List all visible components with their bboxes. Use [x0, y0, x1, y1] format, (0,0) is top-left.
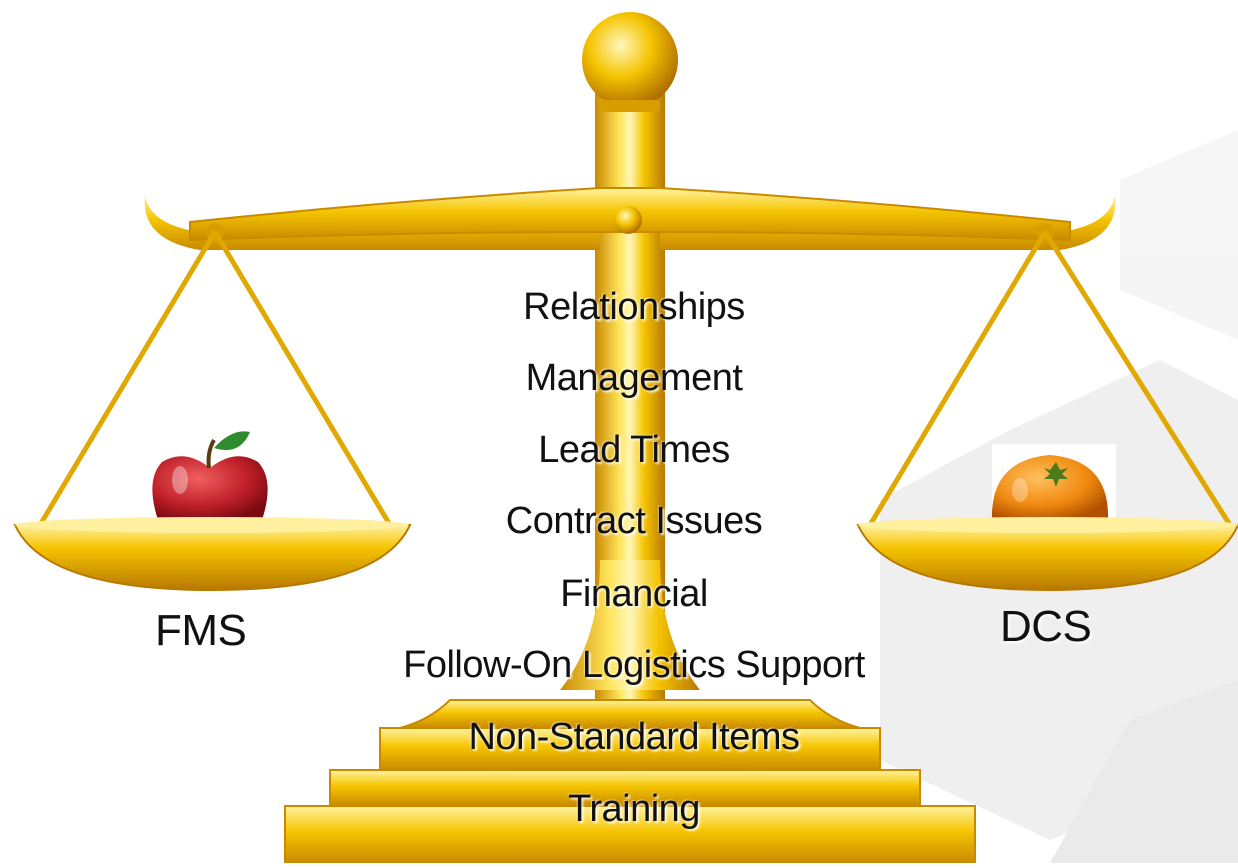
- finial-ball: [582, 12, 678, 108]
- factor-lead-times: Lead Times: [538, 429, 730, 471]
- left-pan: [13, 524, 412, 592]
- base-tier-4: [284, 805, 976, 864]
- factor-financial: Financial: [560, 573, 708, 615]
- orange-icon: [991, 444, 1116, 524]
- factor-relationships: Relationships: [523, 286, 745, 328]
- base-tier-2: [379, 727, 881, 771]
- pillar-flare: [560, 560, 700, 690]
- background-hexagons: [880, 130, 1238, 863]
- dcs-label: DCS: [1000, 602, 1092, 651]
- factor-non-standard-items: Non-Standard Items: [468, 716, 800, 758]
- right-pan-rim: [858, 517, 1238, 533]
- finial-collar: [600, 100, 660, 112]
- apple-icon: [152, 431, 268, 520]
- factor-training: Training: [568, 788, 700, 830]
- right-pan: [856, 524, 1238, 592]
- factor-contract-issues: Contract Issues: [505, 500, 763, 542]
- left-pan-strings: [37, 230, 393, 527]
- factor-follow-on-logistics-support: Follow-On Logistics Support: [403, 644, 865, 686]
- beam-pivot: [614, 206, 642, 234]
- right-pan-strings: [867, 230, 1233, 527]
- factor-management: Management: [525, 357, 743, 399]
- left-pan-rim: [15, 517, 409, 533]
- fms-label: FMS: [155, 606, 247, 655]
